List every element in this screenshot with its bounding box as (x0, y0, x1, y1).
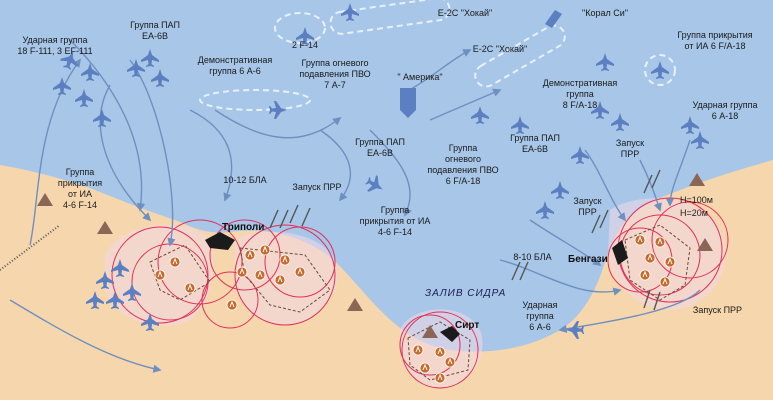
label-sead-f18: Группа огневого подавления ПВО 6 F/A-18 (427, 143, 499, 186)
label-pap-ea6b-center: Группа ПАП ЕА-6В (355, 137, 405, 158)
label-cover-f14-center: Группа прикрытия от ИА 4-6 F-14 (359, 205, 431, 237)
label-cover-f18: Группа прикрытия от ИА 6 F/A-18 (677, 30, 753, 51)
label-strike-group-f111: Ударная группа 18 F-111, 3 EF-111 (17, 35, 93, 56)
label-cover-f14-west: Группа прикрытия от ИА 4-6 F-14 (57, 167, 103, 210)
label-launch-prr-center: Запуск ПРР (292, 182, 342, 192)
missile-icons (269, 169, 661, 311)
label-sirte: Сирт (455, 320, 480, 331)
label-sead-a7: Группа огневого подавления ПВО 7 А-7 (299, 58, 371, 90)
label-pap-ea6b-west: Группа ПАП ЕА-6В (130, 20, 180, 41)
label-e2c-top: Е-2С "Хокай" (437, 8, 493, 18)
label-uav-8-10: 8-10 БЛА (513, 252, 552, 262)
label-strike-a6: Ударная группа 6 А-6 (522, 300, 558, 332)
label-launch-prr-benghazi: Запуск ПРР (573, 196, 602, 217)
city-marker-icons (205, 232, 628, 342)
label-gulf-sidra: ЗАЛИВ СИДРА (425, 288, 507, 299)
label-benghazi: Бенгази (568, 254, 608, 265)
label-uav-10-12: 10-12 БЛА (223, 175, 267, 185)
label-demo-f18: Демонстративная группа 8 F/A-18 (542, 78, 618, 110)
label-strike-a18: Ударная группа 6 A-18 (692, 100, 758, 121)
label-coral-sea: "Корал Си" (582, 8, 628, 18)
label-e2c-mid: Е-2С "Хокай" (472, 44, 528, 54)
label-america: " Америка" (397, 72, 443, 82)
label-launch-prr-ne: Запуск ПРР (615, 138, 645, 159)
land-area (0, 160, 773, 400)
label-pap-ea6b-east: Группа ПАП ЕА-6В (510, 133, 560, 154)
label-f14-pair: 2 F-14 (291, 40, 318, 50)
label-launch-prr-se: Запуск ПРР (692, 305, 743, 315)
label-altitude-100: Н=100м (680, 195, 713, 205)
label-demo-a6: Демонстративная группа 6 А-6 (197, 55, 273, 76)
label-tripoli: Триполи (222, 222, 265, 233)
label-altitude-20: Н=20м (680, 208, 708, 218)
ship-icon (400, 10, 562, 118)
